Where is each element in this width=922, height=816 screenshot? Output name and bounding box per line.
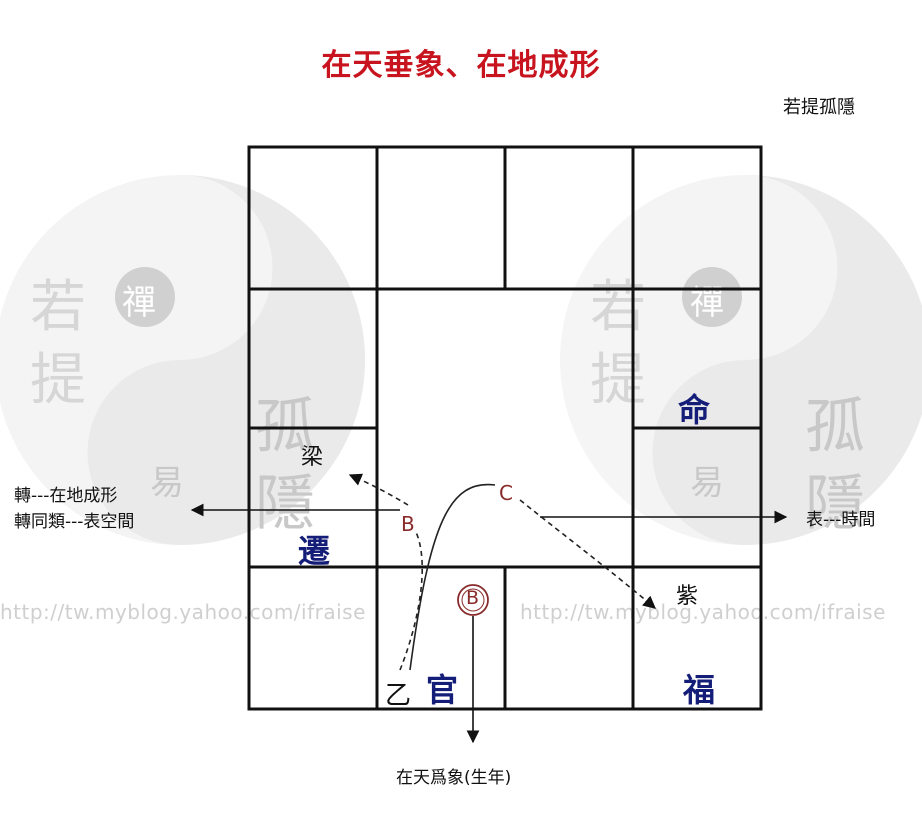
circled-b-label: B — [466, 587, 480, 609]
watermark-seal: 禪 — [122, 283, 156, 323]
palace-guan: 官 — [426, 671, 459, 709]
palace-fu: 福 — [683, 671, 716, 709]
watermark-char: 若 — [590, 275, 646, 340]
star-yi: 乙 — [385, 681, 412, 711]
watermark-url-right: http://tw.myblog.yahoo.com/ifraise — [520, 600, 886, 624]
left-seal-circle — [115, 267, 175, 327]
palace-qian: 遷 — [298, 532, 331, 570]
right-seal-circle — [682, 267, 742, 327]
palace-ming: 命 — [678, 391, 711, 429]
left-note-line1: 轉---在地成形 — [14, 486, 118, 506]
grid-lines — [247, 145, 763, 711]
dashed-arrow-b-to-liang — [348, 473, 409, 506]
node-c-label: C — [499, 481, 513, 505]
watermark-char: 易 — [150, 463, 184, 503]
left-yinyang-watermark — [0, 175, 365, 545]
dashed-path-yi-to-b — [399, 529, 423, 671]
watermark-char: 隱 — [805, 469, 865, 539]
right-yinyang-watermark — [560, 175, 922, 545]
watermark-char: 易 — [690, 463, 724, 503]
watermark-char: 隱 — [255, 469, 315, 539]
node-b-label: B — [401, 512, 415, 536]
star-liang: 梁 — [301, 445, 324, 470]
watermark-char: 孤 — [805, 392, 865, 462]
watermark-char: 提 — [590, 348, 646, 413]
watermark-char: 若 — [30, 275, 86, 340]
watermark-char: 提 — [30, 348, 86, 413]
diagram-title: 在天垂象、在地成形 — [321, 48, 601, 83]
right-note: 表---時間 — [806, 510, 876, 530]
dashed-arrow-c-to-zi — [519, 499, 656, 609]
curve-yi-to-c — [409, 483, 496, 671]
circled-b-inner — [461, 588, 485, 612]
author-name: 若提孤隱 — [783, 97, 855, 118]
watermark-url-left: http://tw.myblog.yahoo.com/ifraise — [0, 600, 366, 624]
bottom-note: 在天爲象(生年) — [396, 768, 512, 788]
left-note-line2: 轉同類---表空間 — [14, 512, 135, 532]
star-zi: 紫 — [676, 584, 699, 609]
